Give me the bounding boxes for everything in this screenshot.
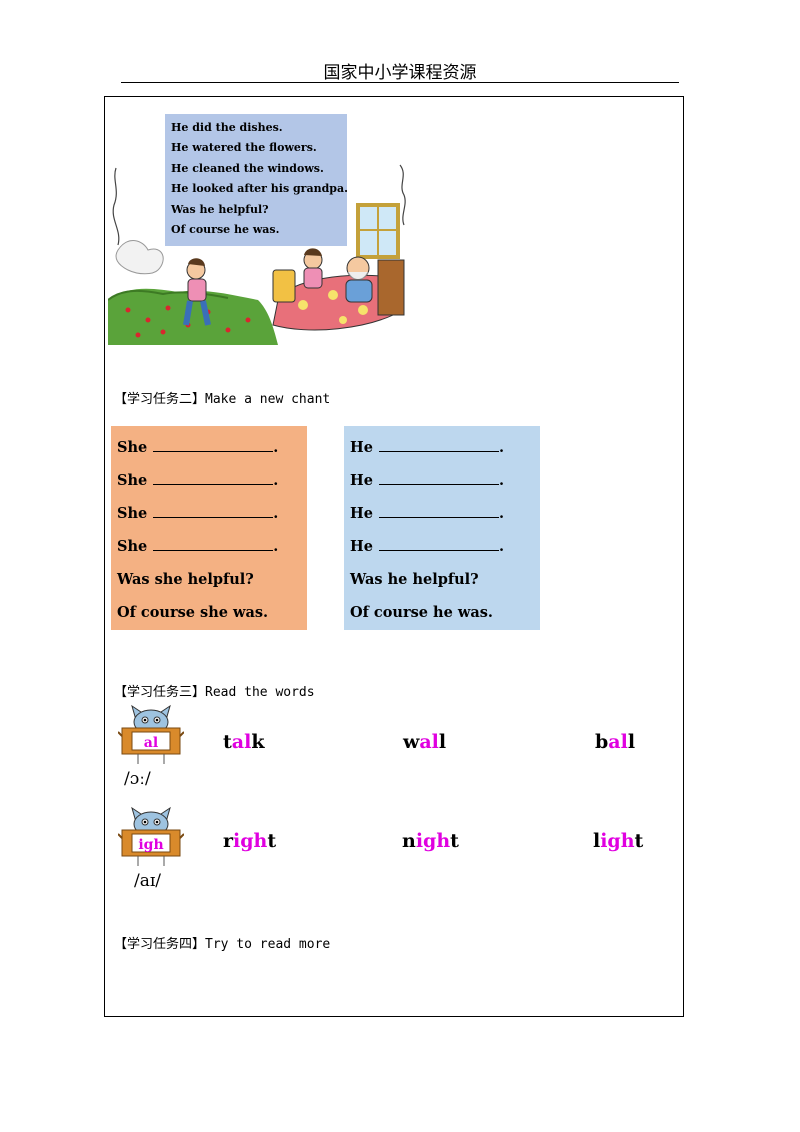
fill-blank[interactable] — [153, 503, 274, 518]
chant-subject: She — [117, 439, 148, 456]
chant-subject: He — [350, 538, 373, 555]
header-divider — [121, 82, 679, 83]
task4-title: 【学习任务四】Try to read more — [114, 937, 331, 952]
word-suffix: k — [251, 731, 265, 753]
chant-subject: She — [117, 538, 148, 555]
cat-sign-icon: igh — [118, 806, 184, 866]
fill-blank[interactable] — [378, 437, 499, 452]
fill-blank[interactable] — [378, 503, 499, 518]
word-highlight: igh — [600, 830, 635, 852]
story-text-box: He did the dishes. He watered the flower… — [165, 114, 348, 246]
page-header-title: 国家中小学课程资源 — [323, 63, 477, 83]
task3-title: 【学习任务三】Read the words — [114, 685, 315, 700]
phonics-word: light — [593, 830, 643, 852]
fill-blank[interactable] — [378, 470, 499, 485]
task2-title: 【学习任务二】Make a new chant — [114, 392, 331, 407]
story-line: Of course he was. — [171, 223, 280, 237]
ipa-label: /ɔː/ — [124, 769, 151, 789]
story-line: He cleaned the windows. — [171, 161, 324, 175]
word-prefix: l — [593, 830, 601, 852]
fill-blank[interactable] — [378, 536, 499, 551]
word-suffix: t — [267, 830, 277, 852]
chant-line: He. — [350, 536, 504, 555]
word-suffix: l — [627, 731, 636, 753]
story-line: He looked after his grandpa. — [171, 182, 348, 196]
word-suffix: t — [634, 830, 644, 852]
phonics-label: igh — [138, 837, 163, 853]
chant-question: Was he helpful? — [350, 571, 479, 588]
chant-subject: He — [350, 472, 373, 489]
chant-line: She. — [117, 437, 279, 456]
word-prefix: w — [403, 731, 420, 753]
fill-blank[interactable] — [153, 536, 274, 551]
story-line: He did the dishes. — [171, 121, 283, 134]
chant-line: He. — [350, 503, 504, 522]
chant-line: He. — [350, 470, 504, 489]
phonics-word: talk — [223, 731, 264, 753]
chant-question: Was she helpful? — [117, 571, 254, 588]
chant-subject: She — [117, 505, 148, 522]
word-suffix: l — [438, 731, 447, 753]
chant-subject: He — [350, 505, 373, 522]
cat-sign-icon: al — [118, 704, 184, 764]
phonics-word: ball — [595, 731, 635, 753]
word-prefix: r — [223, 830, 234, 852]
phonics-word: night — [402, 830, 459, 852]
word-prefix: n — [402, 830, 416, 852]
chant-line: He. — [350, 437, 504, 456]
phonics-word: wall — [403, 731, 446, 753]
fill-blank[interactable] — [153, 437, 274, 452]
phonics-word: right — [223, 830, 276, 852]
word-highlight: al — [231, 731, 252, 753]
chant-line: She. — [117, 536, 279, 555]
word-highlight: al — [419, 731, 439, 753]
fill-blank[interactable] — [153, 470, 274, 485]
phonics-label: al — [144, 735, 158, 751]
word-prefix: t — [223, 731, 232, 753]
chant-subject: He — [350, 439, 373, 456]
ipa-label: /aɪ/ — [134, 871, 162, 891]
word-prefix: b — [595, 731, 609, 753]
she-chant-box: She. She. She. She. Was she helpful? Of … — [111, 426, 307, 630]
he-chant-box: He. He. He. He. Was he helpful? Of cours… — [344, 426, 540, 630]
word-highlight: al — [608, 731, 628, 753]
story-illustration — [108, 164, 406, 345]
chant-answer: Of course he was. — [350, 604, 493, 621]
chant-line: She. — [117, 470, 279, 489]
chant-line: She. — [117, 503, 279, 522]
content-frame — [104, 96, 684, 1017]
word-highlight: igh — [233, 830, 268, 852]
story-line: Was he helpful? — [171, 202, 269, 216]
chant-subject: She — [117, 472, 148, 489]
word-suffix: t — [450, 830, 459, 852]
chant-answer: Of course she was. — [117, 604, 269, 621]
word-highlight: igh — [415, 830, 451, 852]
story-line: He watered the flowers. — [171, 141, 317, 155]
